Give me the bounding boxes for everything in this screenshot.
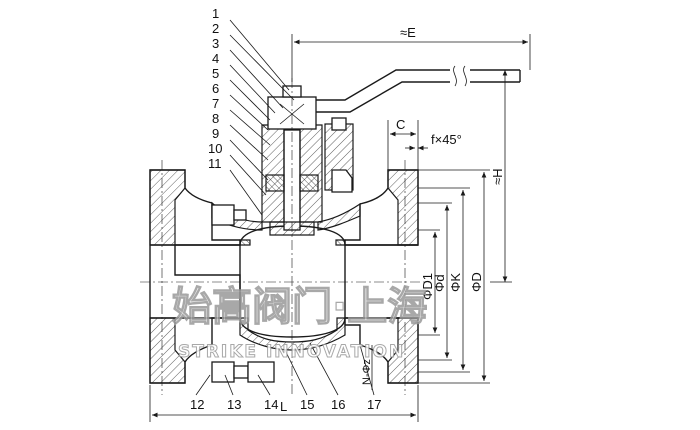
stop-bolt xyxy=(331,169,353,193)
part-label-1: 1 xyxy=(212,6,219,21)
part-label-6: 6 xyxy=(212,81,219,96)
bottom-leaders xyxy=(195,342,375,396)
lower-drain-plug xyxy=(211,361,235,383)
ball-seat-left xyxy=(239,239,251,246)
body-upper-wall-right xyxy=(317,202,361,231)
dim-label-d: Φd xyxy=(432,274,447,292)
dimension-lines xyxy=(149,34,531,422)
stop-bolt-head xyxy=(331,117,347,131)
part-label-4: 4 xyxy=(212,51,219,66)
dim-label-chamfer: f×45° xyxy=(431,132,462,147)
part-label-10: 10 xyxy=(208,141,222,156)
dim-label-bolts: N-Φz xyxy=(361,359,373,385)
part-label-11: 11 xyxy=(208,156,222,171)
lower-drain-nut xyxy=(247,361,275,383)
part-label-14: 14 xyxy=(264,397,278,412)
watermark-english: STRIKE INNOVATION xyxy=(178,342,405,362)
upper-drain-plug xyxy=(211,204,235,226)
left-leaders xyxy=(229,19,295,216)
part-label-13: 13 xyxy=(227,397,241,412)
part-label-7: 7 xyxy=(212,96,219,111)
part-label-5: 5 xyxy=(212,66,219,81)
dim-label-L: L xyxy=(280,399,287,414)
part-label-9: 9 xyxy=(212,126,219,141)
dim-label-H: ≈H xyxy=(490,168,505,185)
part-label-8: 8 xyxy=(212,111,219,126)
part-labels-left: 1 2 3 4 5 6 7 8 9 10 11 xyxy=(208,6,222,171)
watermark-chinese: 始高阀门·上海 xyxy=(172,284,427,330)
dim-label-E: ≈E xyxy=(400,25,416,40)
ball-seat-right xyxy=(335,239,346,246)
dim-label-C: C xyxy=(396,117,405,132)
part-label-12: 12 xyxy=(190,397,204,412)
packing-right xyxy=(299,174,319,192)
right-flange-section xyxy=(387,169,419,246)
bonnet-right xyxy=(299,124,323,223)
part-labels-bottom: 12 13 14 15 16 17 xyxy=(190,397,381,412)
left-flange-section xyxy=(149,169,186,246)
dim-label-D1: ΦD1 xyxy=(420,273,435,300)
dim-label-D: ΦD xyxy=(469,272,484,292)
dimension-labels: ≈E ≈H C f×45° ΦD1 Φd ΦK ΦD N-Φz L xyxy=(280,25,505,414)
handle xyxy=(316,65,521,193)
dim-label-K: ΦK xyxy=(448,273,463,292)
part-label-16: 16 xyxy=(331,397,345,412)
drain-fitting xyxy=(211,204,275,383)
stem-assembly xyxy=(261,85,323,236)
part-label-3: 3 xyxy=(212,36,219,51)
part-label-15: 15 xyxy=(300,397,314,412)
part-label-2: 2 xyxy=(212,21,219,36)
left-flange xyxy=(149,169,241,384)
watermark: 始高阀门·上海 STRIKE INNOVATION xyxy=(171,283,427,362)
packing-left xyxy=(265,174,285,192)
body-lower-wall xyxy=(239,317,346,351)
bonnet-left xyxy=(261,124,285,223)
part-label-17: 17 xyxy=(367,397,381,412)
